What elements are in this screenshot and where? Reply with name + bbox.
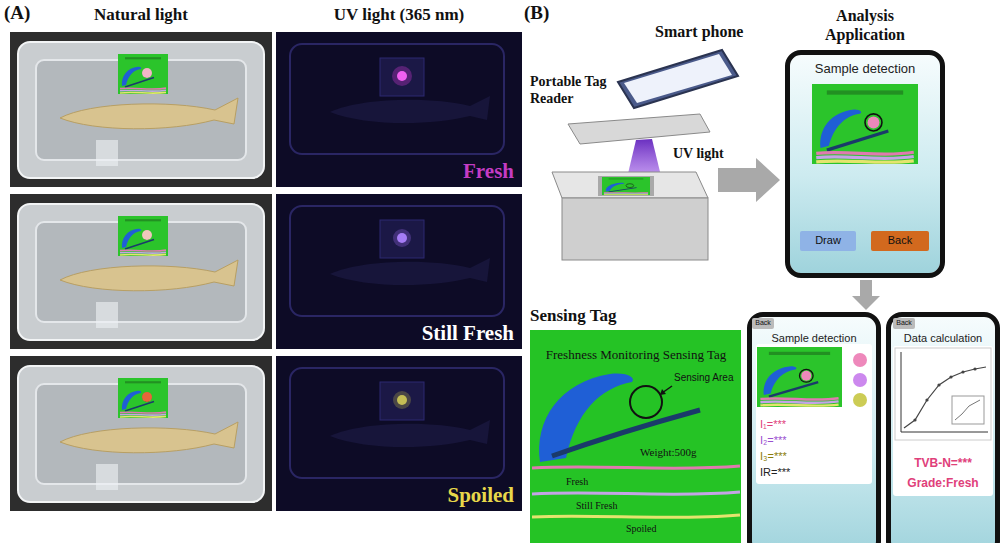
tag-heading: Sensing Tag xyxy=(530,306,616,326)
wave xyxy=(532,466,740,468)
panel-letter: (A) xyxy=(4,2,30,25)
sensing-circle xyxy=(630,386,662,418)
button-label: Back xyxy=(888,234,912,247)
reading-value: IR=*** xyxy=(760,466,790,479)
button-label: Back xyxy=(896,319,912,327)
screen-panel xyxy=(893,346,993,496)
app-phone: Analysis ApplicationSample detectionDraw… xyxy=(785,50,945,278)
button-label: Back xyxy=(755,319,771,327)
color-dot xyxy=(853,353,867,367)
chart-inset xyxy=(952,396,984,424)
part-name: Smart phone xyxy=(655,22,743,41)
arrow-head xyxy=(852,296,880,310)
leader-head xyxy=(660,389,666,395)
wave xyxy=(532,515,740,518)
chart-frame xyxy=(895,348,991,440)
reader-body xyxy=(562,198,708,260)
state-label: Spoiled xyxy=(447,483,514,508)
glow xyxy=(393,391,411,409)
weight-label: Weight:500g xyxy=(640,446,697,459)
color-dot xyxy=(853,373,867,387)
scale-label: Spoiled xyxy=(626,523,657,535)
screen-title: Sample detection xyxy=(815,61,915,77)
indicator-dot xyxy=(142,68,152,78)
tag-ground xyxy=(530,330,741,543)
color-dot xyxy=(853,393,867,407)
inset-line xyxy=(955,400,980,420)
tag-thumbnail xyxy=(812,84,918,164)
glow xyxy=(393,229,411,247)
indicator-dot xyxy=(397,71,407,81)
part-name: Portable Tag Reader xyxy=(530,74,610,108)
indicator-dot xyxy=(397,395,407,405)
glow xyxy=(392,66,412,86)
column-heading: UV light (365 nm) xyxy=(334,5,465,25)
indicator-dot xyxy=(868,116,880,128)
natural-photo xyxy=(10,32,272,187)
back-button: Back xyxy=(871,231,929,251)
result-value: Grade:Fresh xyxy=(907,476,978,490)
chart-axes xyxy=(901,352,988,432)
scale-label: Fresh xyxy=(566,476,588,488)
button-label: Draw xyxy=(815,234,841,247)
area-label: Sensing Area xyxy=(674,372,734,384)
result-value: TVB-N=*** xyxy=(914,456,972,470)
tag-in-reader xyxy=(602,177,650,195)
chart-line xyxy=(904,367,986,428)
reading-value: I₃=*** xyxy=(760,450,787,463)
reading-value: I₁=*** xyxy=(760,418,786,431)
reading-value: I₂=*** xyxy=(760,434,787,447)
flow-arrow xyxy=(718,158,780,202)
app-screen xyxy=(752,317,876,543)
indicator-dot xyxy=(142,392,152,402)
natural-photo xyxy=(10,356,272,511)
arrow-shaft xyxy=(860,280,872,297)
indicator-dot xyxy=(801,371,811,381)
draw-button: Draw xyxy=(800,231,856,251)
screen-panel xyxy=(756,344,872,484)
reader-slot xyxy=(598,176,654,196)
indicator-dot xyxy=(142,230,152,240)
tag-thumbnail xyxy=(757,347,842,407)
indicator-dot xyxy=(397,233,407,243)
back-button: Back xyxy=(893,318,915,329)
uv-photo xyxy=(276,194,522,349)
panel-letter: (B) xyxy=(524,2,549,25)
flow-arrow xyxy=(852,280,880,310)
app-heading: Analysis Application xyxy=(800,6,930,44)
state-label: Fresh xyxy=(463,159,514,184)
part-name: UV light xyxy=(673,146,724,163)
reader-lid xyxy=(568,114,710,144)
tag-title: Freshness Monitoring Sensing Tag xyxy=(546,347,727,363)
screen-title: Data calculation xyxy=(904,332,982,345)
scale-label: Still Fresh xyxy=(576,500,617,512)
app-screen xyxy=(891,317,995,543)
app-screen xyxy=(790,55,940,273)
screen-title: Sample detection xyxy=(772,332,857,345)
uv-photo xyxy=(276,356,522,511)
column-heading: Natural light xyxy=(94,5,188,25)
uv-photo xyxy=(276,32,522,187)
sensing-tag: Sensing TagFreshness Monitoring Sensing … xyxy=(528,306,743,543)
app-phone: Sample detectionI₁=*** I₂=*** I₃=*** IR=***… xyxy=(747,312,881,543)
state-label: Still Fresh xyxy=(422,321,514,346)
app-phone: Data calculationTVB-N=*** Grade:Fresh Back xyxy=(886,312,1000,543)
reader-top xyxy=(552,172,708,198)
smart-phone xyxy=(618,50,738,108)
back-button: Back xyxy=(752,318,774,329)
wave xyxy=(532,492,740,494)
phone-screen xyxy=(624,54,732,103)
dolphin-shape xyxy=(539,374,633,462)
chart-points xyxy=(913,367,976,421)
natural-photo xyxy=(10,194,272,349)
